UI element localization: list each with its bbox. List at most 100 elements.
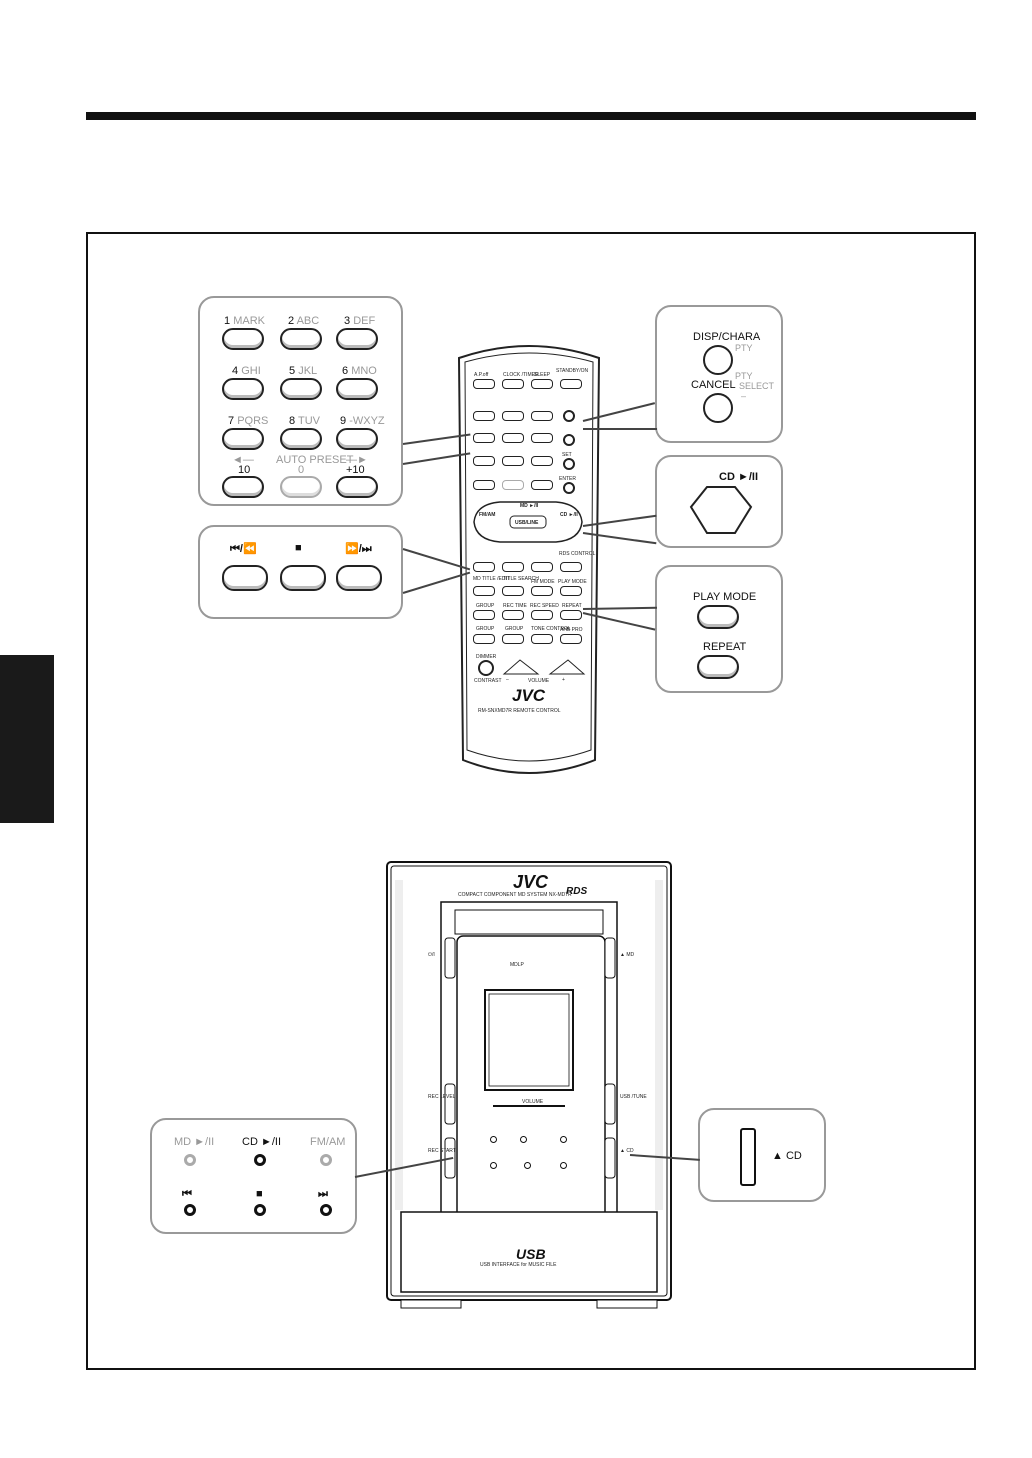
remote-key-1[interactable]: [473, 411, 495, 421]
rds-logo: RDS: [566, 886, 588, 897]
fm-am-button[interactable]: [320, 1154, 332, 1166]
key-10[interactable]: [222, 476, 264, 498]
key-4[interactable]: [222, 378, 264, 400]
remote-cancel-key[interactable]: [563, 434, 575, 446]
remote-key-6[interactable]: [531, 433, 553, 443]
unit-fmam-knob[interactable]: [560, 1136, 567, 1143]
fm-am-label: FM/AM: [310, 1136, 346, 1148]
cd-eject-label: ▲ CD: [772, 1150, 802, 1162]
remote-group-prev-key[interactable]: [473, 634, 495, 644]
key-2[interactable]: [280, 328, 322, 350]
remote-group-next-label: GROUP: [505, 626, 524, 632]
key-6[interactable]: [336, 378, 378, 400]
stop-button[interactable]: [280, 565, 326, 591]
key-0[interactable]: [280, 476, 322, 498]
remote-key-0[interactable]: [502, 480, 524, 490]
remote-enter-label: ENTER: [559, 476, 576, 482]
right-arrow-icon: —►: [346, 454, 368, 466]
remote-stop-key[interactable]: [502, 562, 524, 572]
remote-tone-key[interactable]: [531, 634, 553, 644]
remote-playmode-key[interactable]: [560, 586, 582, 596]
remote-mdtitle-key[interactable]: [473, 586, 495, 596]
remote-fmmode-key[interactable]: [531, 586, 553, 596]
remote-prev-key[interactable]: [473, 562, 495, 572]
remote-tone-label: TONE CONTROL: [531, 626, 571, 632]
remote-repeat-key[interactable]: [560, 610, 582, 620]
remote-volume-keys[interactable]: [502, 656, 586, 680]
remote-key-2[interactable]: [502, 411, 524, 421]
auto-preset-label: AUTO PRESET: [276, 454, 354, 466]
next-button[interactable]: [320, 1204, 332, 1216]
remote-rectime-key[interactable]: [502, 610, 524, 620]
remote-rds-key[interactable]: [560, 562, 582, 572]
stop-panel-button[interactable]: [254, 1204, 266, 1216]
section-tab: [0, 655, 54, 823]
unit-md-play-knob[interactable]: [490, 1136, 497, 1143]
fwd-next-button[interactable]: [336, 565, 382, 591]
remote-enter-key[interactable]: [563, 482, 575, 494]
cd-eject-button[interactable]: [740, 1128, 756, 1186]
remote-set-key[interactable]: [563, 458, 575, 470]
md-play-button[interactable]: [184, 1154, 196, 1166]
remote-key-3[interactable]: [531, 411, 553, 421]
key-2-label: 2 ABC: [288, 315, 320, 327]
remote-aproff-key[interactable]: [473, 379, 495, 389]
remote-ahb-key[interactable]: [560, 634, 582, 644]
key-plus10[interactable]: [336, 476, 378, 498]
key-7-label: 7 PQRS: [228, 415, 269, 427]
remote-sleep-key[interactable]: [531, 379, 553, 389]
remote-vol-plus: +: [562, 677, 565, 683]
disp-cancel-callout: DISP/CHARA PTY PTY CANCEL SELECT –: [655, 305, 783, 443]
repeat-button[interactable]: [697, 655, 739, 679]
remote-rds-label: RDS CONTROL: [559, 551, 596, 557]
remote-clock-key[interactable]: [502, 379, 524, 389]
prev-button[interactable]: [184, 1204, 196, 1216]
remote-titlesearch-key[interactable]: [502, 586, 524, 596]
remote-key-plus10[interactable]: [531, 480, 553, 490]
key-7[interactable]: [222, 428, 264, 450]
disp-chara-button[interactable]: [703, 345, 733, 375]
key-3[interactable]: [336, 328, 378, 350]
remote-volume-label: VOLUME: [528, 678, 550, 684]
remote-standby-key[interactable]: [560, 379, 582, 389]
remote-usb-line-label: USB/LINE: [515, 520, 539, 526]
remote-dimmer-key[interactable]: [478, 660, 494, 676]
remote-group-key[interactable]: [473, 610, 495, 620]
unit-stop-knob[interactable]: [524, 1162, 531, 1169]
remote-key-9[interactable]: [531, 456, 553, 466]
key-plus10-label: +10: [346, 464, 365, 476]
remote-key-7[interactable]: [473, 456, 495, 466]
key-1[interactable]: [222, 328, 264, 350]
remote-key-5[interactable]: [502, 433, 524, 443]
remote-disp-chara-key[interactable]: [563, 410, 575, 422]
stop-label: ■: [295, 542, 302, 554]
key-9[interactable]: [336, 428, 378, 450]
cd-play-button[interactable]: [689, 485, 753, 535]
unit-prev-knob[interactable]: [490, 1162, 497, 1169]
remote-recspeed-key[interactable]: [531, 610, 553, 620]
unit-brand-logo: JVC: [513, 872, 549, 892]
remote-key-8[interactable]: [502, 456, 524, 466]
key-0-label: 0: [298, 464, 305, 476]
unit-next-knob[interactable]: [560, 1162, 567, 1169]
remote-key-10[interactable]: [473, 480, 495, 490]
key-4-label: 4 GHI: [232, 365, 261, 377]
prev-rewind-button[interactable]: [222, 565, 268, 591]
unit-cd-play-knob[interactable]: [520, 1136, 527, 1143]
remote-group-label: GROUP: [476, 603, 495, 609]
unit-volume-label: VOLUME: [522, 1099, 544, 1105]
play-mode-button[interactable]: [697, 605, 739, 629]
remote-vol-minus: –: [506, 677, 509, 683]
remote-sleep-label: SLEEP: [534, 372, 551, 378]
remote-group-next-key[interactable]: [502, 634, 524, 644]
remote-key-4[interactable]: [473, 433, 495, 443]
remote-md-play-label: MD ►/II: [520, 503, 539, 509]
key-8[interactable]: [280, 428, 322, 450]
remote-next-key[interactable]: [531, 562, 553, 572]
fwd-next-label: ⏩/⏭: [345, 543, 372, 555]
remote-titlesearch-label: TITLE SEARCH: [503, 576, 539, 582]
cd-play-panel-button[interactable]: [254, 1154, 266, 1166]
cancel-button[interactable]: [703, 393, 733, 423]
pty-label-2: PTY: [735, 371, 753, 381]
key-5[interactable]: [280, 378, 322, 400]
